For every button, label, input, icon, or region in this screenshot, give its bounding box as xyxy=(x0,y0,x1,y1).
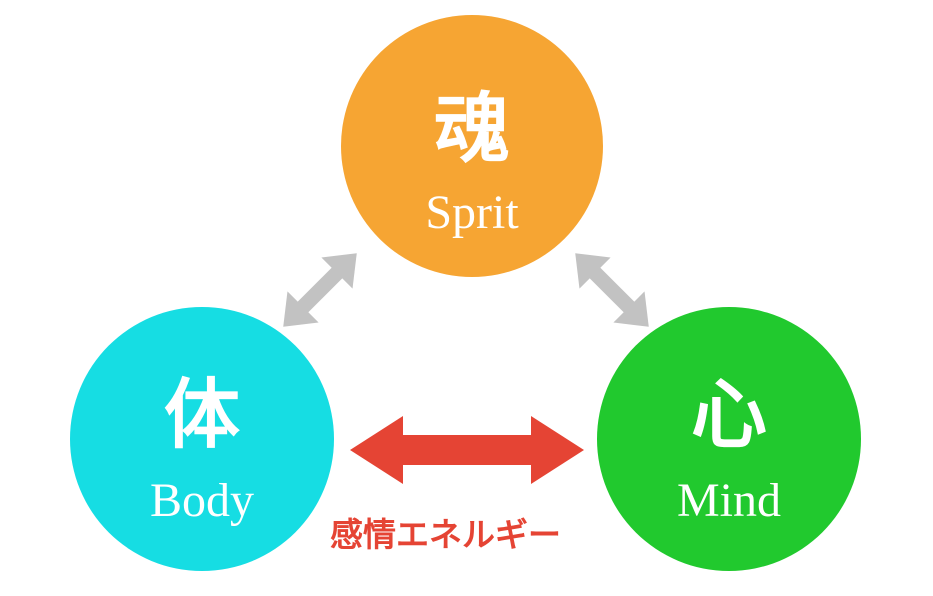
spirit-label: Sprit xyxy=(425,186,519,239)
mind-node: 心 Mind xyxy=(597,307,861,571)
mind-label: Mind xyxy=(676,474,781,527)
emotional-energy-label: 感情エネルギー xyxy=(330,515,561,554)
spirit-node: 魂 Sprit xyxy=(341,15,603,277)
body-label: Body xyxy=(149,474,254,527)
spirit-mind-arrow xyxy=(575,253,649,327)
body-node: 体 Body xyxy=(70,307,334,571)
spirit-kanji: 魂 xyxy=(434,84,510,173)
mind-kanji: 心 xyxy=(691,370,767,459)
spirit-body-arrow xyxy=(283,253,357,327)
body-kanji: 体 xyxy=(164,370,240,459)
body-mind-arrow xyxy=(350,416,584,484)
